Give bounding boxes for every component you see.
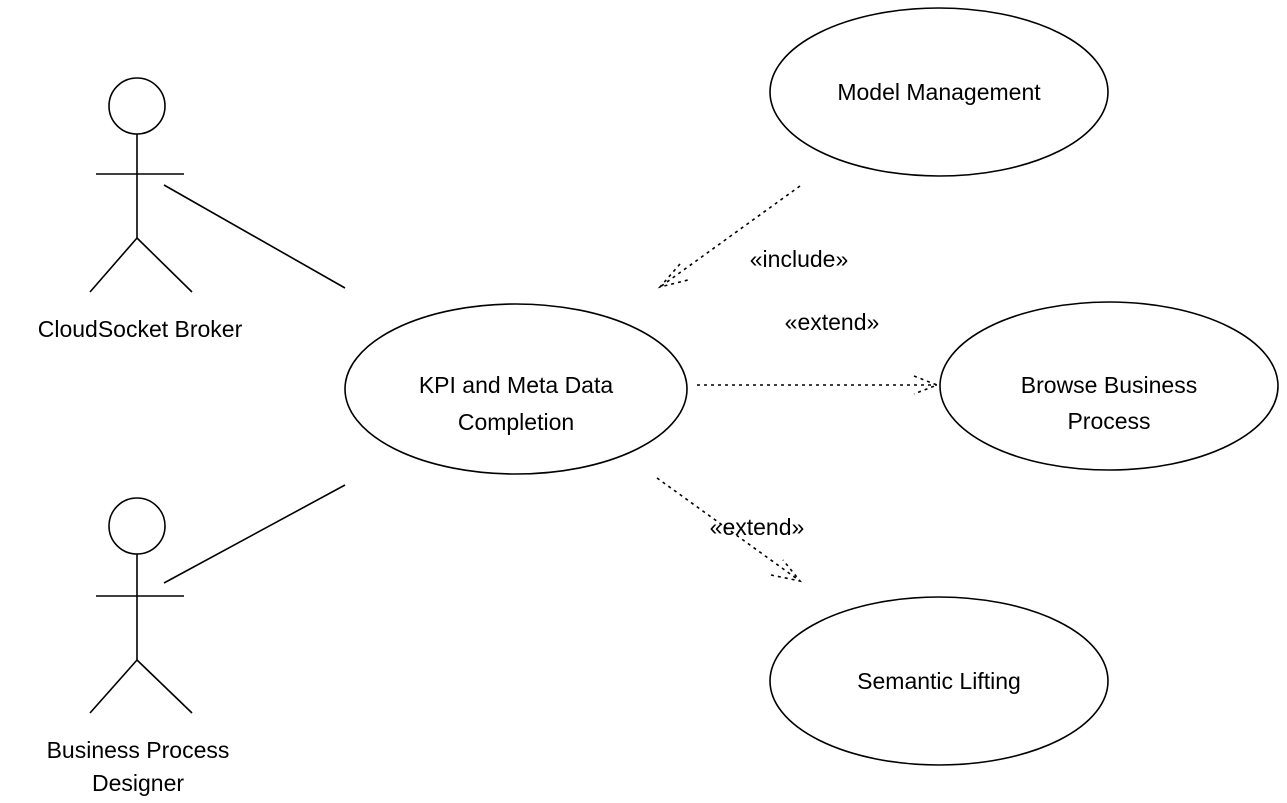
include-label: «include» (750, 246, 848, 272)
use-case-label: Semantic Lifting (857, 668, 1021, 694)
use-case-label-line2: Process (1067, 408, 1150, 434)
extend-label: «extend» (710, 514, 805, 540)
use-case-label: Model Management (837, 79, 1041, 105)
actor-cloudsocket-broker[interactable]: CloudSocket Broker (38, 77, 243, 342)
actor-right-leg (136, 659, 193, 714)
actor-business-process-designer[interactable]: Business Process Designer (47, 497, 230, 796)
use-case-kpi-meta-data-completion[interactable]: KPI and Meta Data Completion (344, 303, 688, 475)
extend-arrowhead (770, 559, 803, 583)
use-case-semantic-lifting[interactable]: Semantic Lifting (769, 596, 1109, 766)
use-case-browse-business-process[interactable]: Browse Business Process (939, 301, 1279, 471)
association-designer-kpi[interactable] (163, 484, 346, 584)
actor-label: CloudSocket Broker (38, 316, 243, 342)
use-case-ellipse (769, 7, 1109, 177)
include-relationship[interactable]: «include» (657, 185, 848, 289)
extend-relationship-browse[interactable]: «extend» (697, 309, 940, 395)
actor-right-leg (136, 237, 193, 293)
extend-relationship-semantic[interactable]: «extend» (656, 477, 805, 583)
use-case-model-management[interactable]: Model Management (769, 7, 1109, 177)
extend-arrowhead (913, 375, 940, 395)
use-case-ellipse (939, 301, 1279, 471)
extend-line (656, 477, 801, 582)
include-arrowhead (657, 263, 689, 289)
use-case-ellipse (769, 596, 1109, 766)
actor-head (108, 497, 166, 555)
use-case-ellipse (344, 303, 688, 475)
include-line (659, 185, 801, 288)
actor-label-line2: Designer (92, 770, 184, 796)
actor-head (108, 77, 166, 135)
actor-left-leg (89, 659, 138, 714)
use-case-label: Browse Business (1021, 372, 1197, 398)
actor-label: Business Process (47, 737, 230, 763)
use-case-label: KPI and Meta Data (419, 372, 614, 398)
extend-label: «extend» (785, 309, 880, 335)
association-broker-kpi[interactable] (163, 184, 346, 289)
use-case-label-line2: Completion (458, 409, 574, 435)
actor-left-leg (89, 237, 138, 293)
